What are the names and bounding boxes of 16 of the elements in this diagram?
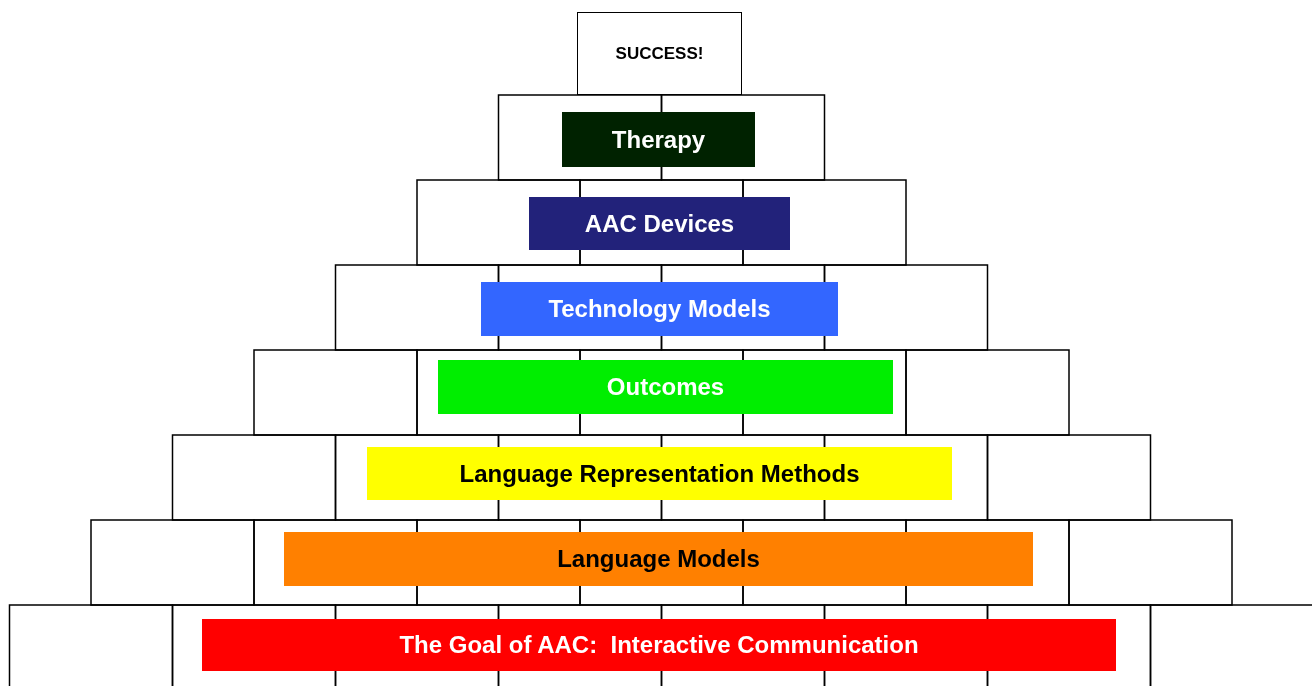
level-band xyxy=(367,447,952,500)
level-label: Language Models xyxy=(557,545,760,573)
level-label: The Goal of AAC: Interactive Communication xyxy=(399,631,919,659)
level-label: Technology Models xyxy=(548,295,771,323)
level-band xyxy=(202,619,1116,671)
level-band xyxy=(529,197,790,250)
level-label: Outcomes xyxy=(606,373,725,401)
level-label: Therapy xyxy=(611,125,706,154)
level-band xyxy=(562,112,755,167)
top-brick xyxy=(577,12,742,95)
level-label: AAC Devices xyxy=(584,209,735,238)
level-band xyxy=(481,282,838,336)
level-label: SUCCESS! xyxy=(615,43,704,64)
level-label: Language Representation Methods xyxy=(459,459,860,488)
level-band xyxy=(438,360,893,414)
level-band xyxy=(284,532,1033,586)
